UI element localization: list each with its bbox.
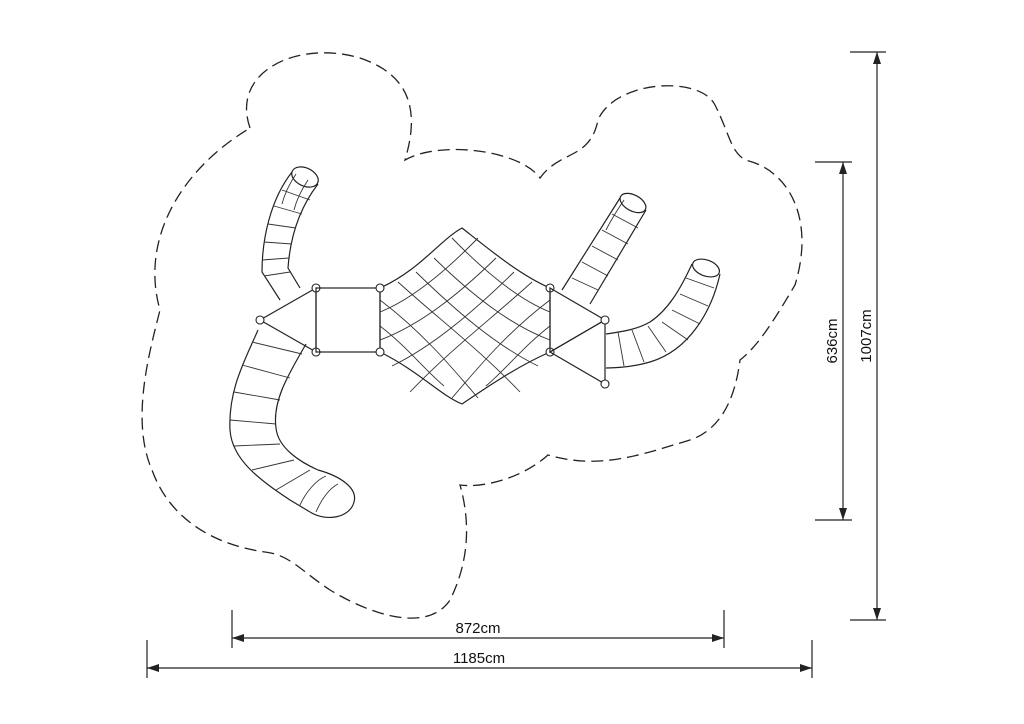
square-deck [315, 287, 381, 353]
dimension-outer-height: 1007cm [850, 51, 886, 621]
safety-zone-outline [141, 52, 803, 619]
outer-width-label: 1185cm [453, 650, 505, 667]
tube-slide-top-left [261, 166, 319, 301]
rope-net [375, 227, 555, 405]
dimension-inner-height: 636cm [815, 161, 852, 521]
inner-width-label: 872cm [455, 620, 500, 637]
tube-slide-right [605, 258, 721, 369]
inner-height-label: 636cm [824, 318, 841, 363]
dimension-outer-width: 1185cm [146, 640, 813, 678]
outer-height-label: 1007cm [858, 309, 875, 362]
tube-slide-top-right [561, 192, 647, 305]
triangle-platform-right [548, 286, 610, 389]
dimension-inner-width: 872cm [231, 610, 725, 648]
tube-slide-bottom-left [229, 329, 356, 519]
